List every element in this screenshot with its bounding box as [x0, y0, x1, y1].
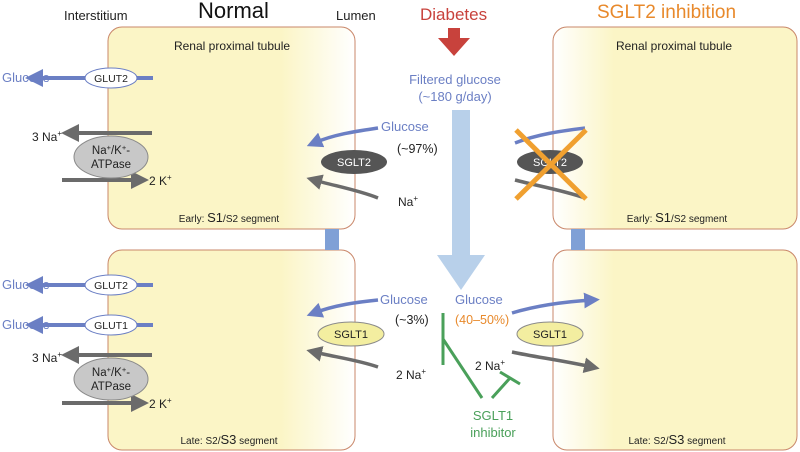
filtered-glucose-arrow	[437, 110, 485, 290]
tubule-connector-right	[571, 229, 585, 250]
header-interstitium: Interstitium	[64, 8, 128, 23]
sglt1-inhibitor-label-1: SGLT1	[473, 408, 513, 423]
na-k-atpase-late	[73, 357, 149, 401]
header-normal: Normal	[198, 0, 269, 23]
cell-inhibited-late	[552, 249, 798, 451]
na-3-label-late: 3 Na+	[32, 350, 62, 365]
segment-early-inhibited: Early: S1/S2 segment	[627, 210, 728, 225]
glut2-label-late: GLUT2	[94, 280, 128, 292]
sglt1-transporter	[317, 321, 385, 347]
cell-normal-early	[107, 26, 356, 230]
glucose-label-interstitium-3: Glucose	[2, 317, 50, 332]
na-label-lumen-1: Na+	[398, 194, 418, 209]
segment-early-normal: Early: S1/S2 segment	[179, 210, 280, 225]
segment-late-normal: Late: S2/S3 segment	[180, 432, 277, 447]
glucose-label-interstitium-2: Glucose	[2, 277, 50, 292]
k-2-label: 2 K+	[149, 173, 172, 188]
pct-97-label: (~97%)	[397, 142, 438, 156]
header-lumen: Lumen	[336, 8, 376, 23]
glut2-transporter-late	[84, 274, 138, 296]
glut1-transporter	[84, 314, 138, 336]
sglt2-na-arrow-inhibited	[514, 178, 586, 200]
na-k-atpase-label-line1: Na+/K+-	[92, 143, 130, 157]
header-sglt2-inhibition: SGLT2 inhibition	[597, 2, 736, 23]
glucose-label-lumen-1: Glucose	[381, 119, 429, 134]
sglt2-label: SGLT2	[337, 157, 371, 169]
tubule-title-inhibited: Renal proximal tubule	[616, 39, 732, 53]
inhibitor-bar-inhibited	[499, 370, 521, 386]
cell-normal-late	[107, 249, 356, 451]
sglt1-label-inhibited: SGLT1	[533, 329, 567, 341]
pct-40-50-label: (40–50%)	[455, 313, 509, 327]
diabetes-arrow	[438, 28, 470, 56]
sglt1-glucose-arrow-inhibited	[511, 292, 600, 315]
na-3-label: 3 Na+	[32, 129, 62, 144]
sglt1-glucose-arrow	[306, 298, 379, 318]
sglt2-glucose-arrow	[306, 126, 379, 148]
pct-3-label: (~3%)	[395, 313, 429, 327]
inhibitor-line-normal	[441, 338, 484, 399]
inhibitor-line-inhibited	[490, 376, 512, 400]
k-2-label-late: 2 K+	[149, 396, 172, 411]
header-diabetes: Diabetes	[420, 5, 487, 24]
tubule-title-normal: Renal proximal tubule	[174, 39, 290, 53]
glut2-label: GLUT2	[94, 73, 128, 85]
filtered-glucose-amount: (~180 g/day)	[418, 89, 491, 104]
segment-late-inhibited: Late: S2/S3 segment	[628, 432, 725, 447]
cell-inhibited-early	[552, 26, 798, 230]
glucose-label-lumen-2: Glucose	[380, 292, 428, 307]
sglt1-inhibitor-label-2: inhibitor	[470, 425, 516, 440]
na-k-atpase-label-line2: ATPase	[91, 159, 131, 171]
sglt1-transporter-inhibited	[516, 321, 584, 347]
glut2-transporter	[84, 67, 138, 89]
glucose-label-interstitium-1: Glucose	[2, 70, 50, 85]
na-2-label-inhibited: 2 Na+	[475, 358, 505, 373]
glut1-label: GLUT1	[94, 320, 128, 332]
na-k-atpase-late-label-line1: Na+/K+-	[92, 365, 130, 379]
sglt1-na-arrow-inhibited	[511, 350, 600, 374]
sglt1-na-arrow	[306, 346, 379, 369]
na-k-atpase	[73, 135, 149, 179]
sglt2-transporter	[321, 150, 387, 174]
filtered-glucose-label: Filtered glucose	[409, 72, 501, 87]
sglt2-na-arrow	[306, 174, 379, 200]
sglt1-label: SGLT1	[334, 329, 368, 341]
inhibition-cross-line-2	[514, 128, 588, 201]
tubule-connector-left	[325, 229, 339, 250]
na-2-label-normal: 2 Na+	[396, 367, 426, 382]
sglt2-glucose-arrow-inhibited	[514, 126, 586, 145]
na-k-atpase-late-label-line2: ATPase	[91, 381, 131, 393]
glucose-label-lumen-3: Glucose	[455, 292, 503, 307]
